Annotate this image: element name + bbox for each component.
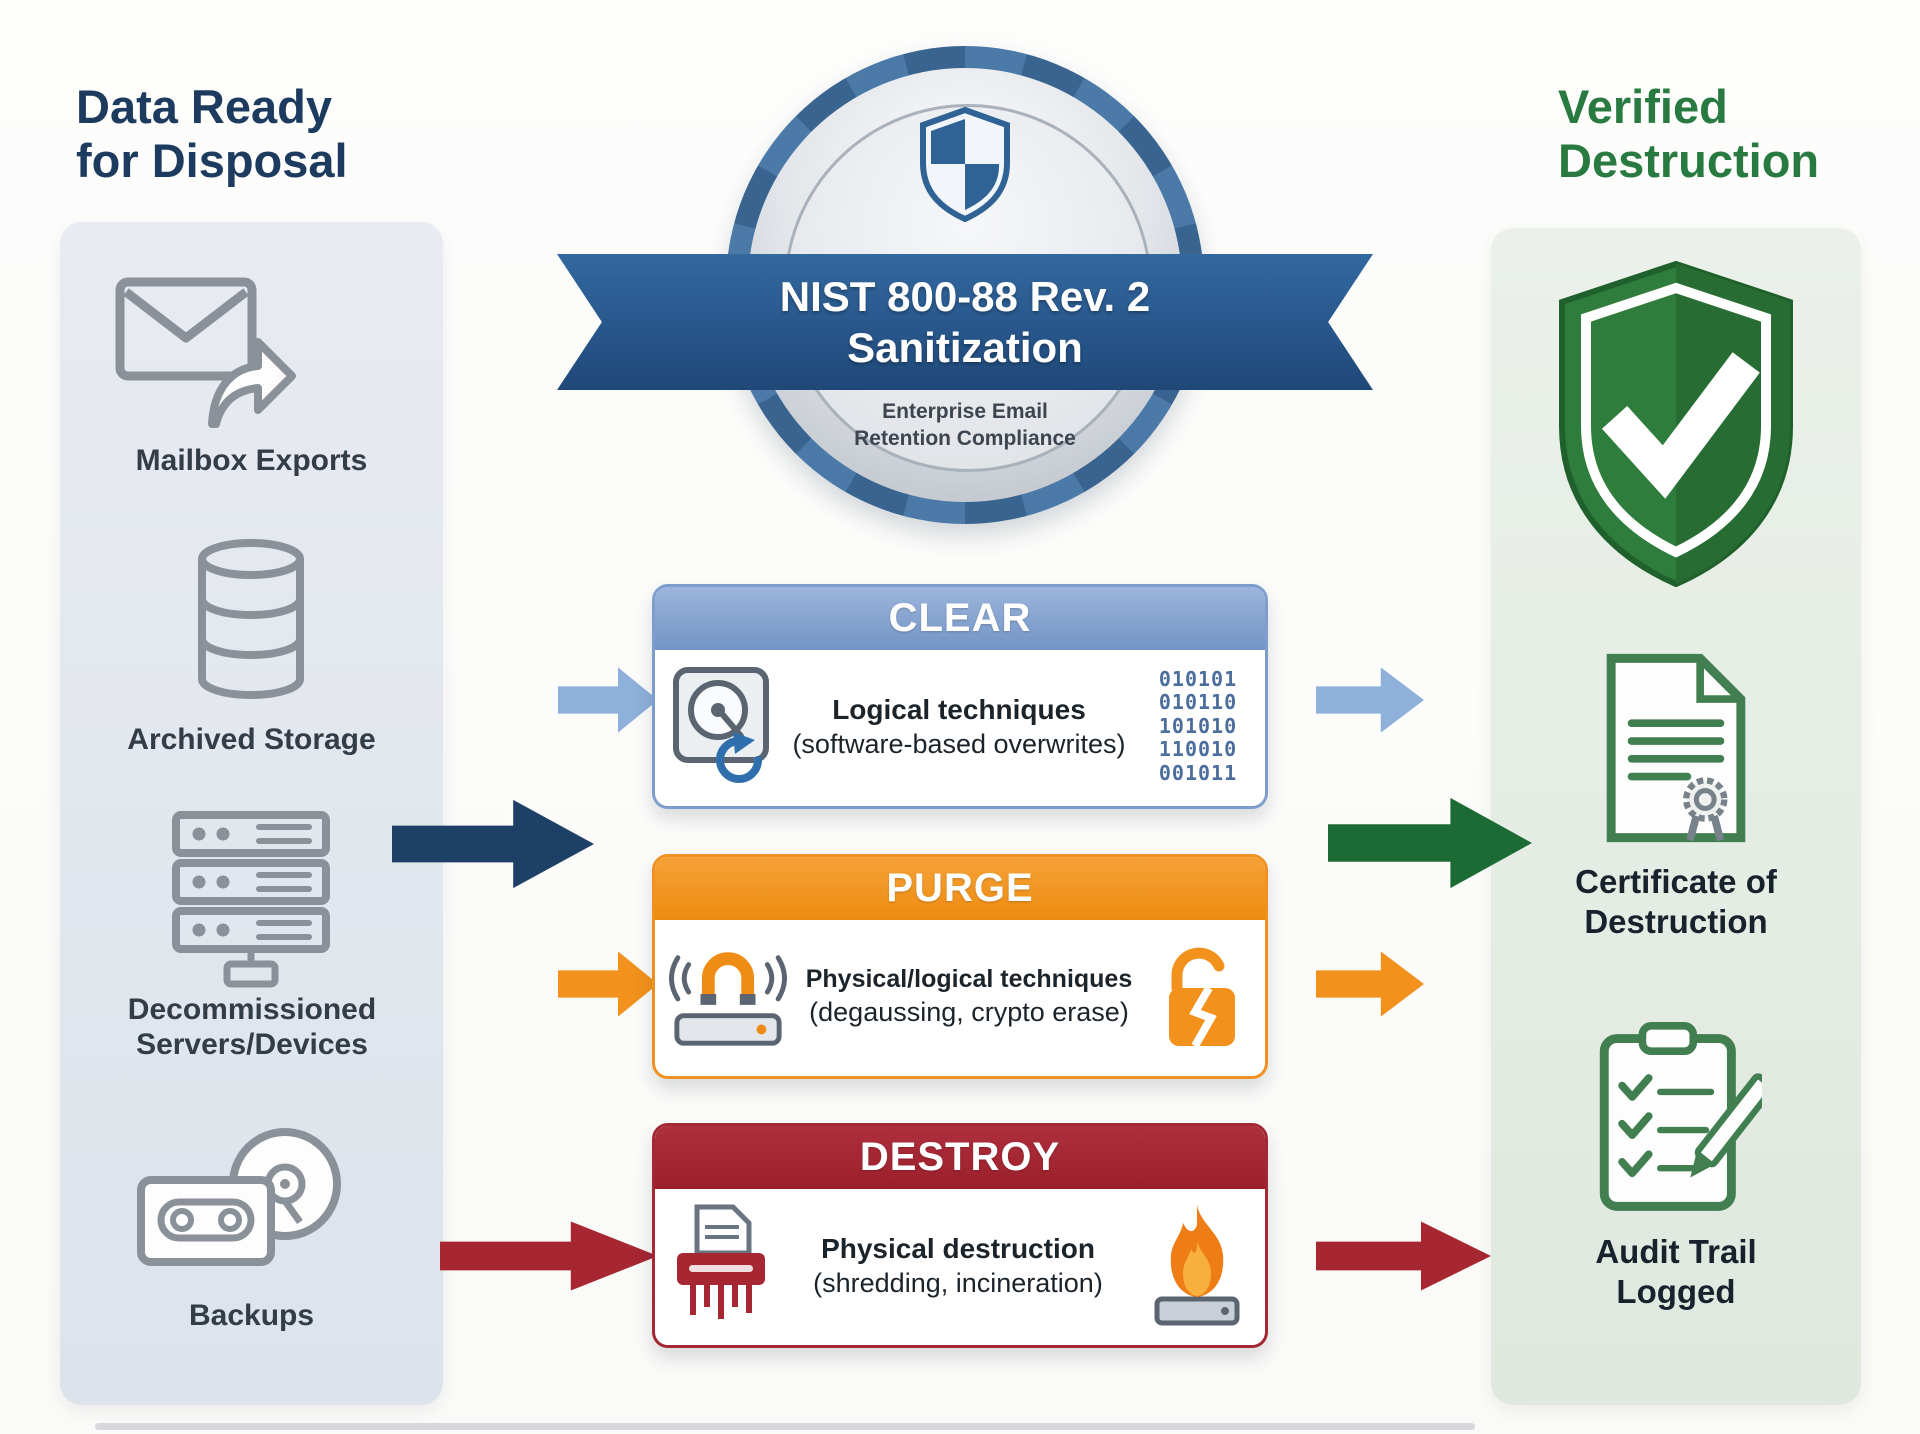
binary-data-block: 010101 010110 101010 110010 001011: [1158, 666, 1238, 785]
certificate-label: Certificate of Destruction: [1575, 863, 1777, 940]
arrow-clear-in: [558, 667, 658, 733]
certificate-icon: [1606, 653, 1746, 843]
bottom-edge-line: [95, 1423, 1475, 1430]
arrow-purge-out: [1316, 951, 1424, 1017]
badge-ribbon: NIST 800-88 Rev. 2 Sanitization: [557, 254, 1373, 390]
hard-drive-overwrite-icon: [673, 666, 769, 783]
arrow-destroy-out: [1316, 1221, 1491, 1291]
badge-caption: Enterprise Email Retention Compliance: [854, 400, 1076, 451]
clear-box: CLEAR Logical techniques (software-based…: [652, 584, 1268, 809]
destroy-detail: (shredding, incineration): [813, 1267, 1103, 1298]
clear-technique: Logical techniques: [832, 693, 1086, 725]
decommissioned-servers-icon: [172, 811, 330, 988]
right-panel-title: Verified Destruction: [1558, 80, 1820, 187]
mailbox-export-icon: [115, 277, 296, 428]
clear-detail: (software-based overwrites): [792, 728, 1126, 759]
broken-lock-icon: [1169, 947, 1235, 1048]
badge-title: NIST 800-88 Rev. 2 Sanitization: [779, 272, 1151, 371]
left-panel-title: Data Ready for Disposal: [76, 80, 348, 187]
purge-technique: Physical/logical techniques: [805, 965, 1133, 993]
purge-detail: (degaussing, crypto erase): [809, 997, 1129, 1027]
arrow-purge-in: [558, 951, 658, 1017]
backups-label: Backups: [188, 1299, 315, 1332]
arrow-destroy-in: [440, 1221, 658, 1291]
mailbox-exports-label: Mailbox Exports: [135, 444, 368, 477]
shredder-icon: [677, 1204, 765, 1319]
purge-box: PURGE Physical/logi: [652, 854, 1268, 1079]
verified-shield-check-icon: [1559, 260, 1793, 588]
backups-icon: [137, 1128, 341, 1266]
archived-storage-label: Archived Storage: [127, 723, 376, 756]
audit-trail-label: Audit Trail Logged: [1595, 1233, 1757, 1310]
arrow-clear-out: [1316, 667, 1424, 733]
audit-clipboard-icon: [1599, 1022, 1762, 1211]
destroy-box: DESTROY Physical destruction (shredding,…: [652, 1123, 1268, 1348]
archived-storage-icon: [198, 539, 304, 700]
incineration-icon: [1154, 1205, 1239, 1326]
degausser-icon: [669, 951, 787, 1046]
badge-shield-icon: [920, 106, 1010, 223]
destroy-header: DESTROY: [655, 1126, 1265, 1189]
nist-badge: NIST 800-88 Rev. 2 Sanitization Enterpri…: [545, 42, 1385, 547]
clear-header: CLEAR: [655, 587, 1265, 650]
decommissioned-servers-label: Decommissioned Servers/Devices: [127, 993, 377, 1062]
destroy-technique: Physical destruction: [821, 1232, 1095, 1264]
purge-header: PURGE: [655, 857, 1265, 920]
